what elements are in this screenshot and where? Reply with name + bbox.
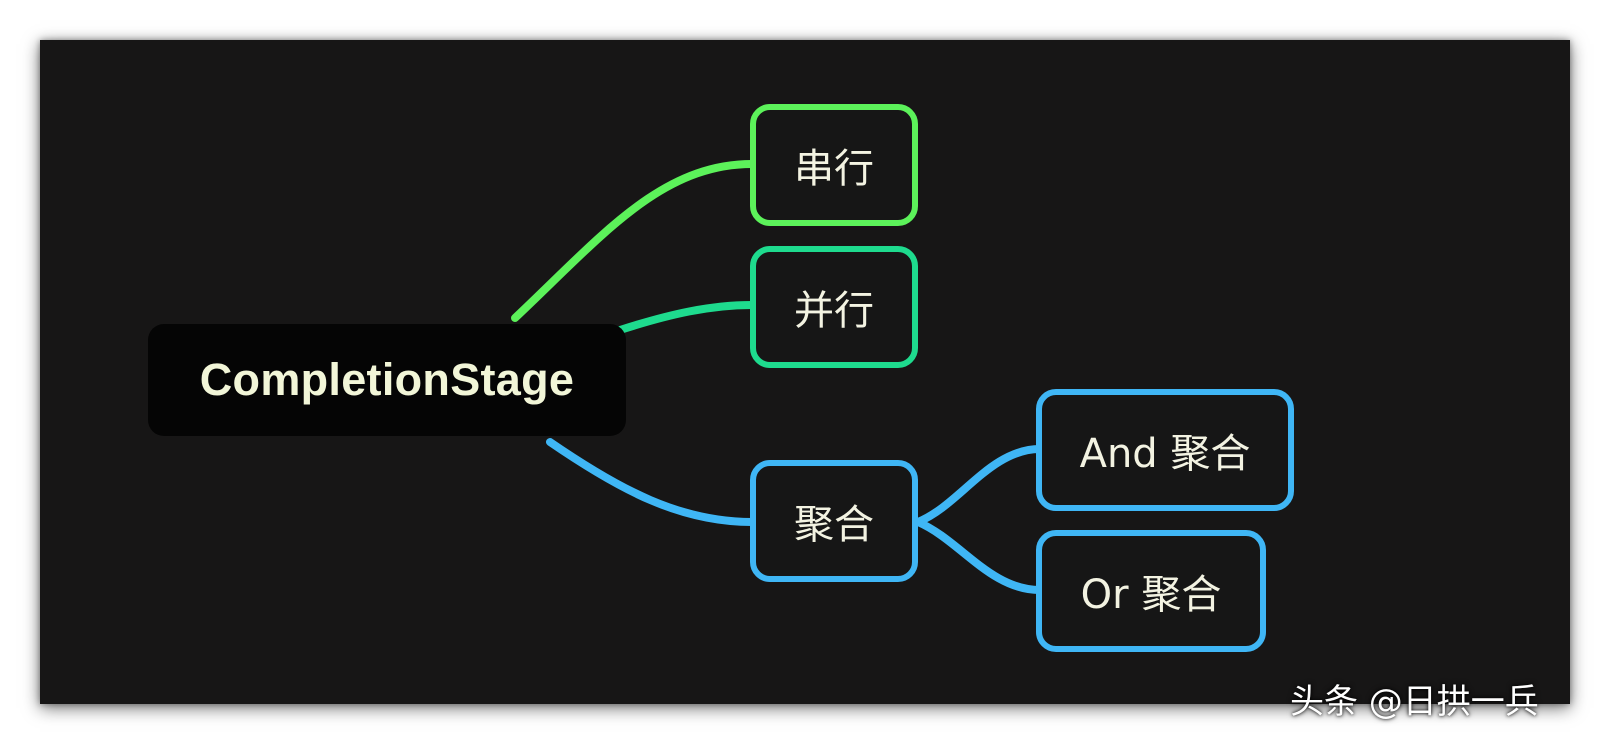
watermark-text: 头条 @日拱一兵 (1290, 682, 1539, 722)
child-node-or-aggregate[interactable]: Or 聚合 (1036, 530, 1266, 652)
branch-node-parallel[interactable]: 并行 (750, 246, 918, 368)
connector-root-serial (511, 160, 756, 322)
branch-node-serial[interactable]: 串行 (750, 104, 918, 226)
connector-root-aggregate (546, 438, 756, 526)
child-node-and-aggregate-label: And 聚合 (1079, 431, 1251, 477)
branch-node-aggregate[interactable]: 聚合 (750, 460, 918, 582)
branch-node-aggregate-label: 聚合 (794, 502, 874, 548)
root-node-label: CompletionStage (199, 354, 575, 405)
branch-node-serial-label: 串行 (794, 146, 874, 192)
child-node-or-aggregate-label: Or 聚合 (1080, 572, 1222, 618)
child-node-and-aggregate[interactable]: And 聚合 (1036, 389, 1294, 511)
connector-aggregate-and (914, 445, 1044, 526)
connector-root-parallel (616, 301, 756, 334)
branch-node-parallel-label: 并行 (794, 288, 874, 334)
connector-aggregate-or (914, 518, 1044, 594)
root-node[interactable]: CompletionStage (148, 324, 626, 436)
